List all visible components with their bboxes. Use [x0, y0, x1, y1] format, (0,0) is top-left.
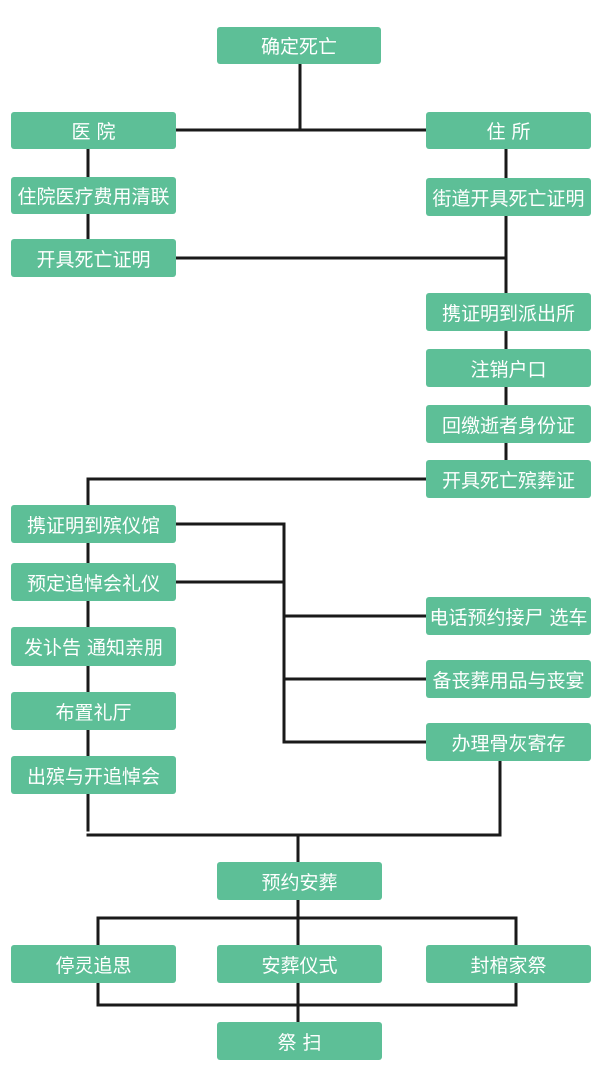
node-street-cert: 街道开具死亡证明	[426, 178, 591, 216]
node-book-transport: 电话预约接尸 选车	[426, 597, 591, 635]
node-funeral-goods: 备丧葬用品与丧宴	[426, 660, 591, 698]
node-burial-ceremony: 安葬仪式	[217, 945, 382, 983]
node-book-memorial: 预定追悼会礼仪	[11, 563, 176, 601]
node-hospital-fee: 住院医疗费用清联	[11, 177, 176, 214]
node-arrange-hall: 布置礼厅	[11, 692, 176, 730]
node-book-burial: 预约安葬	[217, 862, 382, 900]
node-funeral-home: 携证明到殡仪馆	[11, 505, 176, 543]
node-obituary: 发讣告 通知亲朋	[11, 627, 176, 666]
node-memorial-service: 出殡与开追悼会	[11, 756, 176, 794]
node-vigil: 停灵追思	[11, 945, 176, 983]
node-hospital: 医 院	[11, 112, 176, 149]
node-family-rites: 封棺家祭	[426, 945, 591, 983]
node-cancel-hukou: 注销户口	[426, 349, 591, 387]
node-ash-storage: 办理骨灰寄存	[426, 723, 591, 761]
node-funeral-cert: 开具死亡殡葬证	[426, 460, 591, 498]
node-confirm-death: 确定死亡	[217, 27, 381, 64]
node-residence: 住 所	[426, 112, 591, 149]
node-tomb-sweeping: 祭 扫	[217, 1022, 382, 1060]
node-police-station: 携证明到派出所	[426, 293, 591, 331]
node-hospital-cert: 开具死亡证明	[11, 239, 176, 277]
node-return-id: 回缴逝者身份证	[426, 405, 591, 443]
